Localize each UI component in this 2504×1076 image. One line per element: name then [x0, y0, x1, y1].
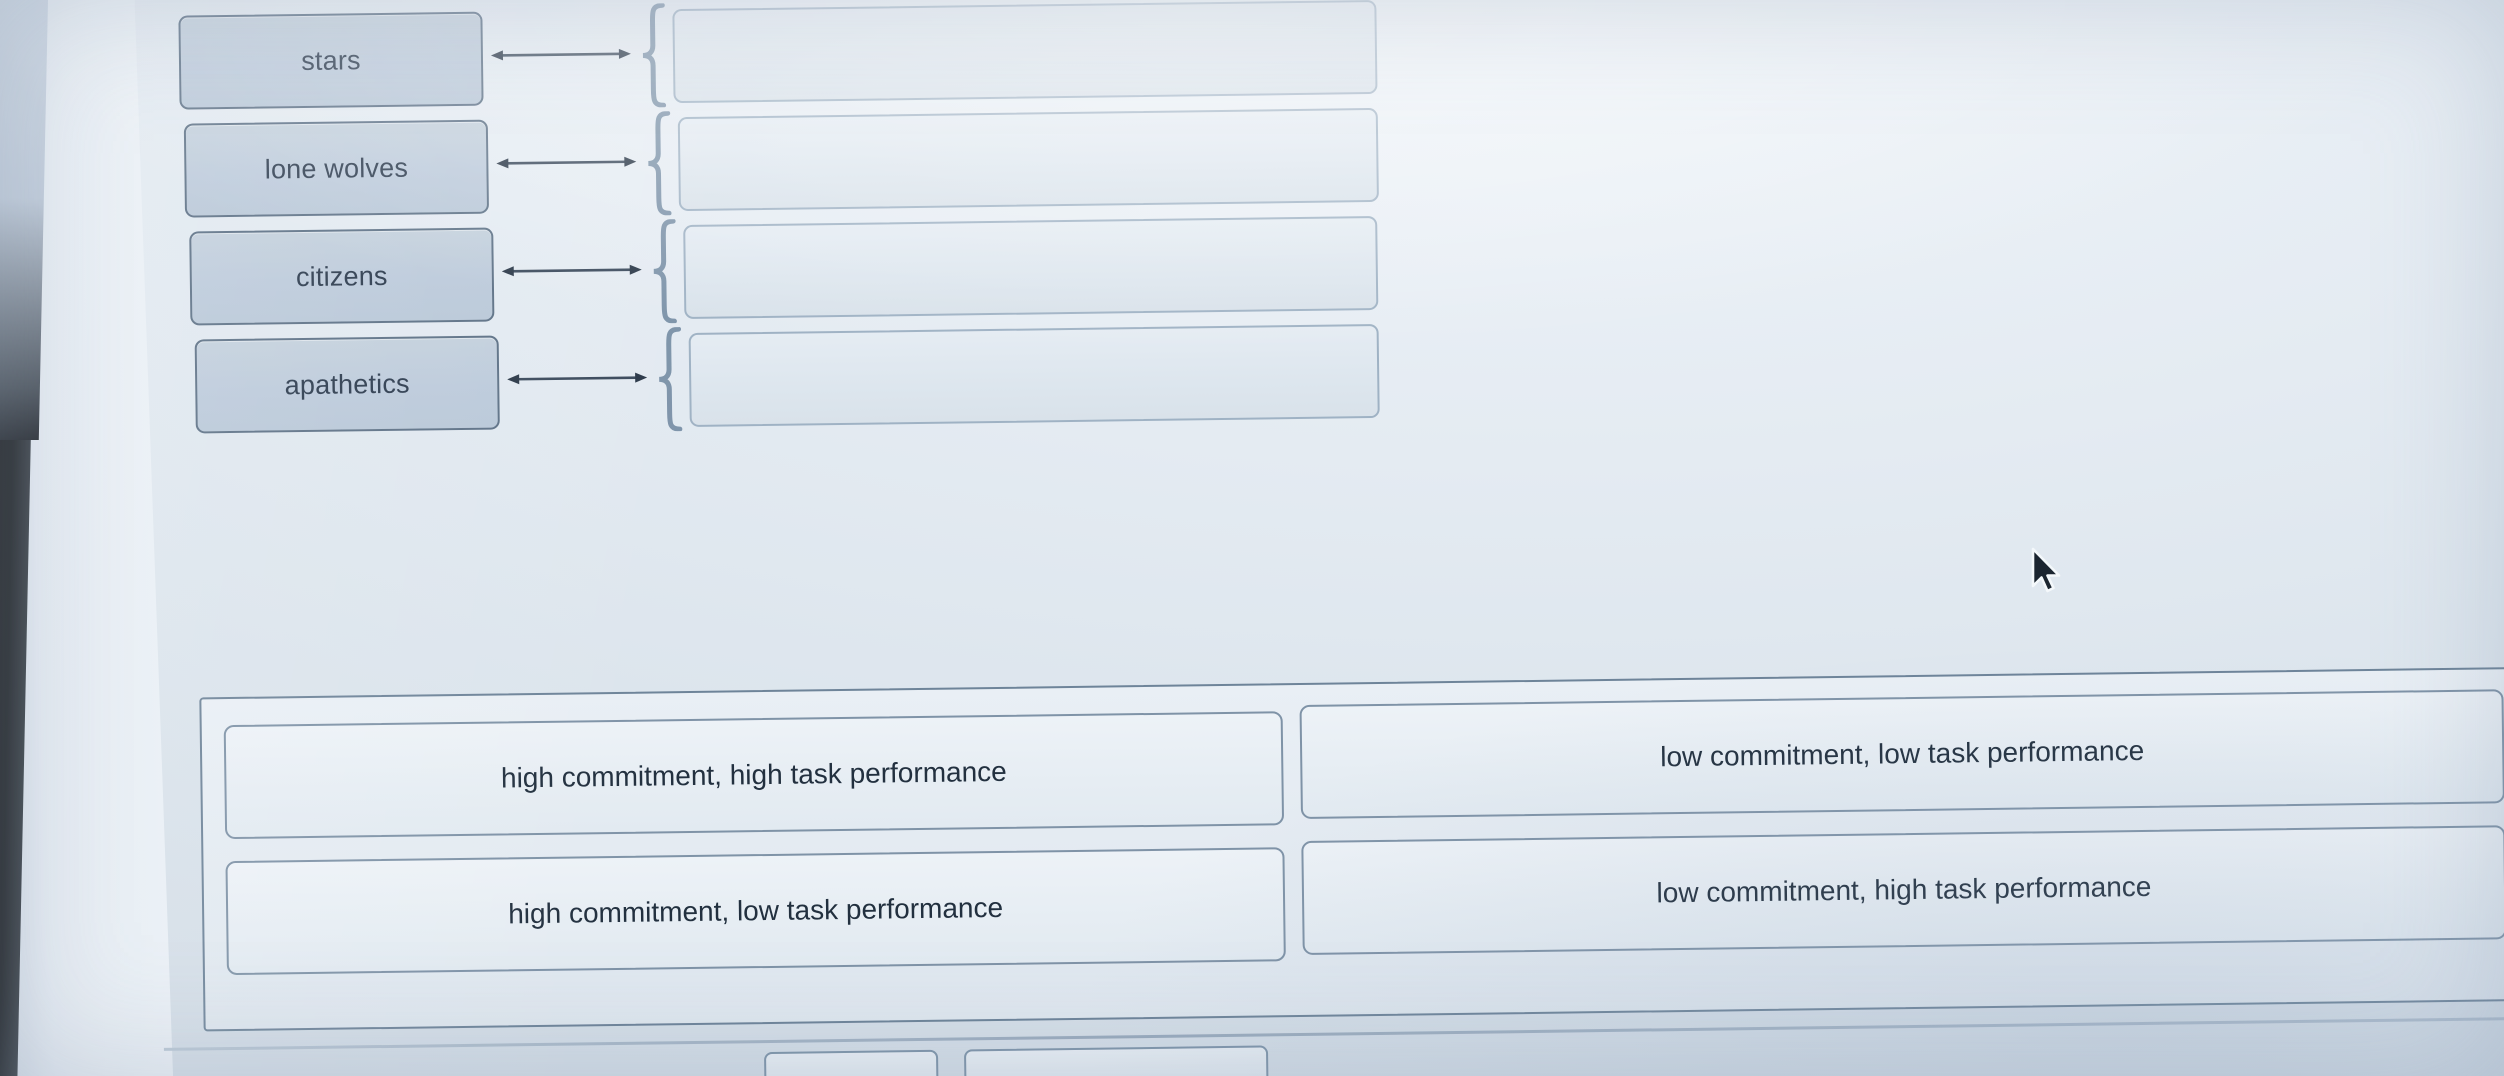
answer-option-label: high commitment, high task performance	[500, 755, 1007, 794]
curly-brace	[653, 327, 688, 432]
curly-brace	[642, 111, 677, 216]
drop-zone[interactable]	[677, 107, 1379, 212]
term-label: citizens	[295, 260, 388, 292]
drop-zone[interactable]	[688, 323, 1380, 427]
quiz-content: stars lone wolves	[150, 0, 2504, 1076]
connector-arrow	[501, 259, 642, 283]
drop-zone[interactable]	[672, 0, 1378, 104]
answer-bank-panel: high commitment, high task performance l…	[199, 666, 2504, 1032]
answer-option[interactable]: high commitment, low task performance	[225, 847, 1286, 976]
drop-zone[interactable]	[683, 215, 1379, 320]
term-box-citizens[interactable]: citizens	[189, 227, 495, 326]
term-label: stars	[301, 44, 361, 76]
curly-brace	[647, 219, 682, 324]
answer-option[interactable]: low commitment, high task performance	[1301, 825, 2504, 955]
term-box-lone-wolves[interactable]: lone wolves	[183, 119, 490, 218]
term-label: apathetics	[284, 368, 410, 400]
matching-row: stars	[150, 0, 2151, 112]
matching-row: apathetics	[155, 314, 2156, 436]
answer-option[interactable]: high commitment, high task performance	[223, 711, 1285, 840]
term-box-stars[interactable]: stars	[178, 11, 484, 110]
matching-row: lone wolves	[152, 98, 2153, 220]
answer-option-label: low commitment, low task performance	[1660, 734, 2145, 773]
answer-option[interactable]: low commitment, low task performance	[1299, 689, 2504, 820]
matching-row: citizens	[153, 206, 2154, 328]
footer-button-right[interactable]	[963, 1045, 1269, 1076]
mouse-arrow-cursor	[2028, 546, 2068, 598]
answer-option-label: low commitment, high task performance	[1656, 870, 2152, 909]
answer-option-label: high commitment, low task performance	[508, 891, 1004, 930]
connector-arrow	[490, 43, 631, 67]
connector-arrow	[496, 151, 637, 175]
term-box-apathetics[interactable]: apathetics	[194, 335, 500, 434]
curly-brace	[636, 3, 671, 108]
connector-arrow	[507, 367, 648, 391]
footer-button-left[interactable]	[764, 1049, 939, 1076]
term-label: lone wolves	[264, 152, 409, 185]
